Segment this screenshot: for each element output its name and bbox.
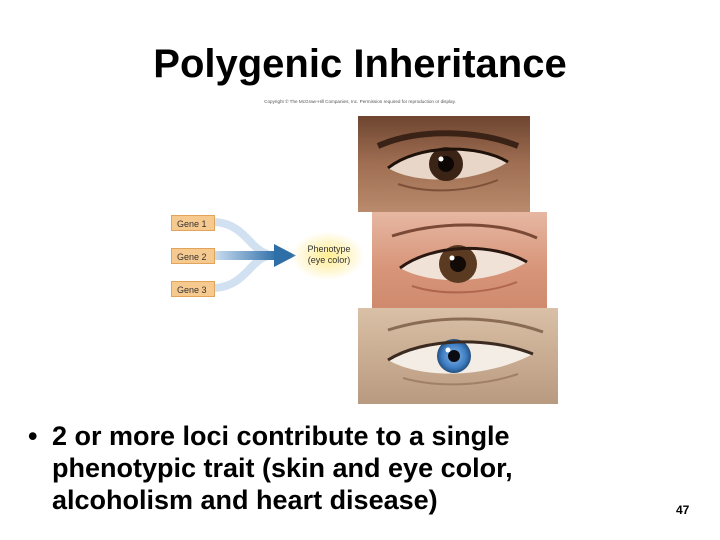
brown-eye-photo bbox=[372, 212, 547, 310]
gene-1-box: Gene 1 bbox=[171, 215, 215, 231]
slide-number: 47 bbox=[676, 503, 690, 517]
phenotype-label-line1: Phenotype bbox=[307, 244, 351, 254]
blue-eye-photo bbox=[358, 308, 558, 404]
slide-title: Polygenic Inheritance bbox=[153, 42, 567, 86]
phenotype-label-line2: (eye color) bbox=[307, 255, 351, 265]
dark-brown-eye-photo bbox=[358, 116, 530, 212]
gene-1-arrow bbox=[214, 218, 270, 258]
bullet-marker: • bbox=[28, 421, 38, 451]
bullet-text: 2 or more loci contribute to a single ph… bbox=[52, 421, 513, 515]
gene-3-arrow bbox=[214, 252, 270, 292]
phenotype-label: Phenotype (eye color) bbox=[298, 244, 360, 266]
copyright-notice: Copyright © The McGraw-Hill Companies, I… bbox=[264, 99, 456, 104]
bullet-item: • 2 or more loci contribute to a single … bbox=[28, 420, 628, 516]
gene-2-arrow bbox=[215, 251, 277, 260]
gene-3-box: Gene 3 bbox=[171, 281, 215, 297]
phenotype-glow bbox=[292, 232, 364, 280]
arrow-head bbox=[274, 244, 296, 267]
gene-2-box: Gene 2 bbox=[171, 248, 215, 264]
